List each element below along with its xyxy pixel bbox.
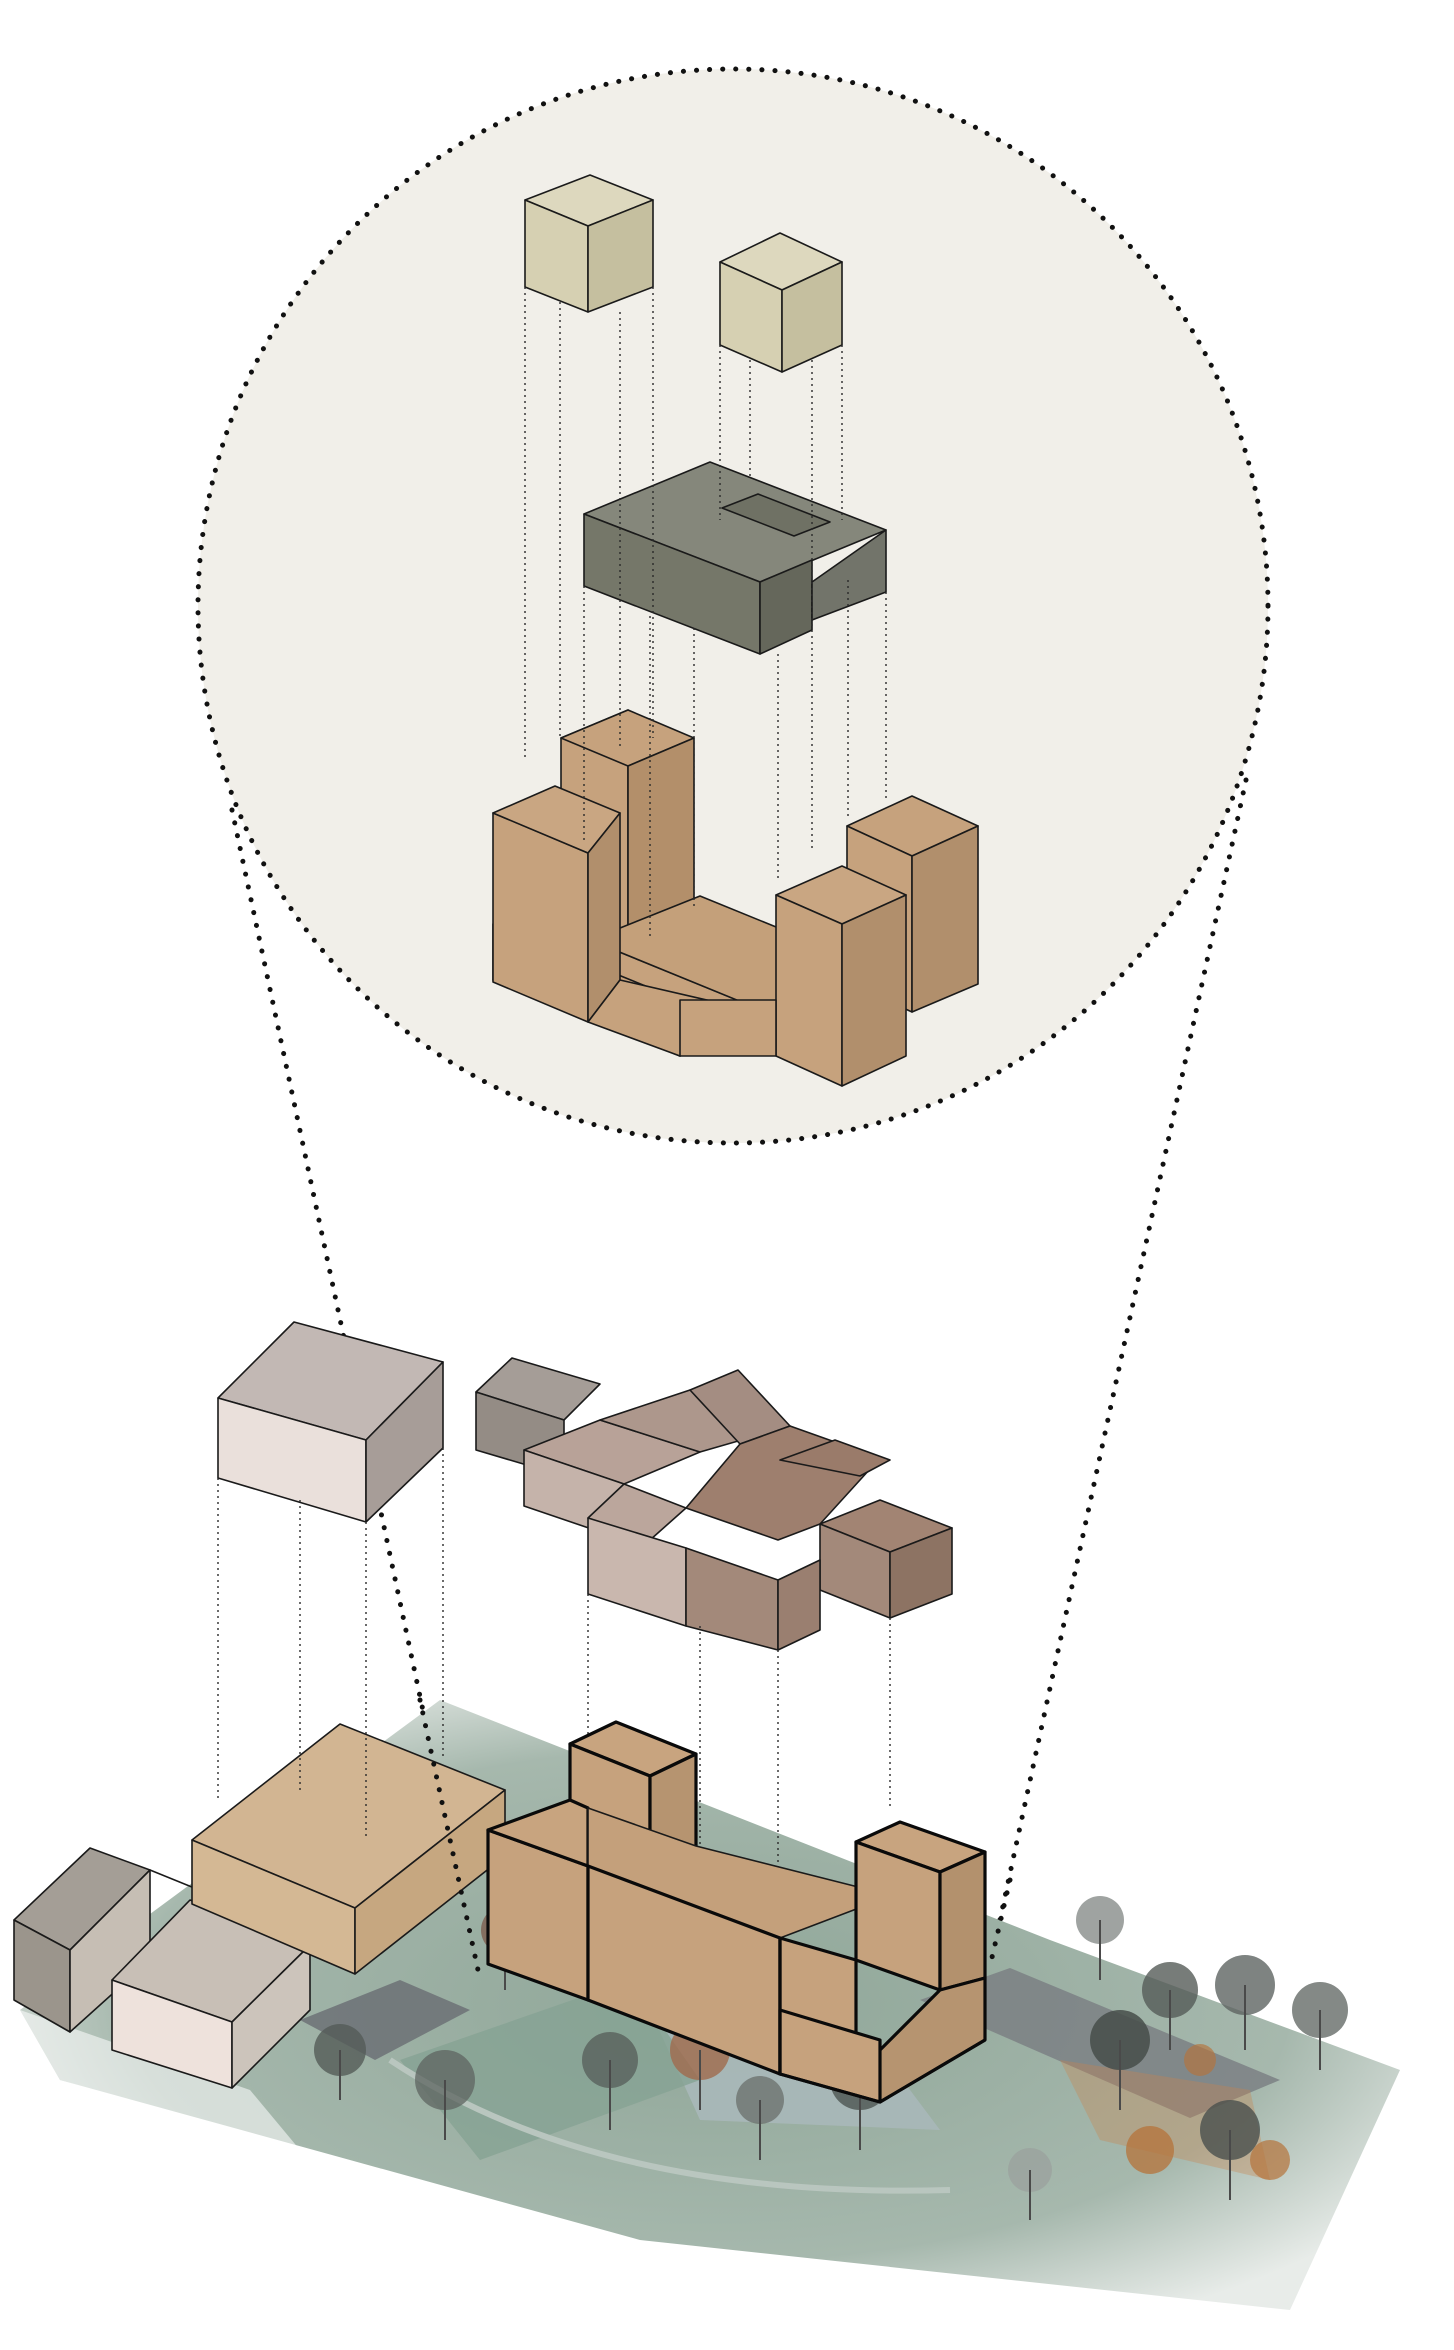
detail-cream-cube-right xyxy=(719,232,843,373)
detail-dark-roof-block xyxy=(583,461,887,655)
detail-massing-model xyxy=(492,174,979,1087)
upper-pale-cube xyxy=(217,1321,444,1523)
detail-tower-front-left xyxy=(492,785,777,1057)
detail-tower-front-right xyxy=(679,865,907,1087)
upper-volume-cluster xyxy=(475,1357,953,1651)
detail-projection-guides xyxy=(524,287,887,940)
left-base-block xyxy=(191,1723,506,1975)
main-base-mass xyxy=(486,1720,987,2104)
zoom-connector-overlay xyxy=(417,1697,1013,1973)
detail-cream-cube-left xyxy=(524,174,654,313)
zoom-connector-lines xyxy=(229,777,1249,1973)
